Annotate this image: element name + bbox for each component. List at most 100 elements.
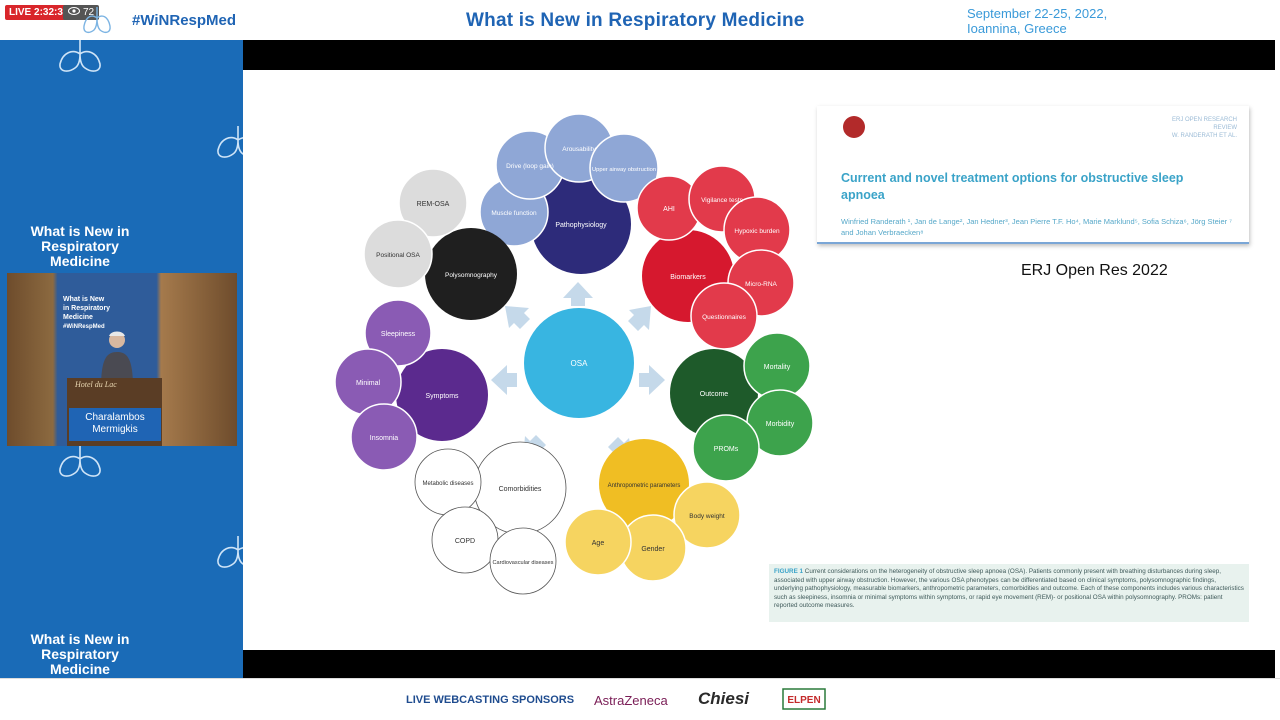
figure-label: FIGURE 1 <box>774 568 804 575</box>
sidebar-title-line: Respiratory <box>41 238 119 254</box>
osa-center-bubble <box>524 308 634 418</box>
sleepiness-bubble <box>364 299 432 367</box>
paper-header-card: ERJ OPEN RESEARCH REVIEW W. RANDERATH ET… <box>817 106 1249 244</box>
label-gender: Gender <box>641 546 665 553</box>
event-date: September 22-25, 2022, <box>967 6 1108 21</box>
video-banner-line: Medicine <box>63 314 93 321</box>
cardiovascular-bubble <box>489 527 557 595</box>
paper-authors: Winfried Randerath ¹, Jan de Lange², Jan… <box>841 217 1232 237</box>
journal-info: ERJ OPEN RESEARCH REVIEW W. RANDERATH ET… <box>1172 116 1237 140</box>
label-symptoms: Symptoms <box>425 393 459 400</box>
lung-logo-icon <box>83 7 111 34</box>
sponsor-chiesi-logo: Chiesi <box>698 689 750 708</box>
label-morbidity: Morbidity <box>766 421 795 428</box>
label-copd: COPD <box>455 538 475 545</box>
body-weight-bubble <box>673 481 741 549</box>
presentation-area: OSA Pathophysiology Muscle function Driv… <box>243 40 1275 678</box>
label-hypoxic: Hypoxic burden <box>734 228 780 235</box>
label-cardiovascular: Cardiovascular diseases <box>493 560 554 566</box>
figure-caption-text: Current considerations on the heterogene… <box>774 568 1244 610</box>
speaker-video[interactable]: What is New in Respiratory Medicine #WiN… <box>7 273 237 446</box>
polysomnography-bubble <box>425 228 517 320</box>
insomnia-bubble <box>350 403 418 471</box>
age-bubble <box>564 508 632 576</box>
diagram-labels: OSA Pathophysiology Muscle function Driv… <box>356 146 795 566</box>
paper-reference: ERJ Open Res 2022 <box>1021 262 1168 279</box>
label-vigilance: Vigilance tests <box>701 197 744 204</box>
speaker-last-name: Mermigkis <box>92 424 138 435</box>
label-anthropometric: Anthropometric parameters <box>608 483 681 489</box>
arrow-upleft <box>505 306 530 329</box>
arrow-up <box>563 282 593 306</box>
label-arousability: Arousability <box>562 146 596 153</box>
label-body-weight: Body weight <box>689 513 725 520</box>
lung-logo-icon <box>217 536 243 568</box>
lung-logo-icon <box>59 40 101 72</box>
viewer-count: 72 <box>83 7 95 18</box>
journal-line: W. RANDERATH ET AL. <box>1171 133 1237 139</box>
positional-bubble <box>363 219 433 289</box>
label-comorbidities: Comorbidities <box>499 486 542 493</box>
video-banner-line: in Respiratory <box>63 305 111 312</box>
label-microrna: Micro-RNA <box>745 281 777 288</box>
label-positional: Positional OSA <box>376 252 420 259</box>
sidebar-title-top: What is New in Respiratory Medicine <box>0 224 160 269</box>
label-rem-osa: REM-OSA <box>417 201 450 208</box>
sidebar-branding: What is New in Respiratory Medicine What… <box>0 40 243 678</box>
upper-airway-bubble <box>589 133 659 203</box>
questionnaires-bubble <box>690 282 758 350</box>
symptoms-bubble <box>396 349 488 441</box>
sidebar-title-line: Respiratory <box>41 646 119 662</box>
paper-title: Current and novel treatment options for … <box>841 171 1184 202</box>
speaker-name-tag: Charalambos Mermigkis <box>69 408 161 441</box>
label-muscle: Muscle function <box>491 210 537 217</box>
label-pathophysiology: Pathophysiology <box>555 222 607 229</box>
video-banner-line: What is New <box>63 296 105 303</box>
journal-line: REVIEW <box>1213 125 1237 131</box>
arrow-left <box>491 365 517 395</box>
slide: OSA Pathophysiology Muscle function Driv… <box>243 70 1275 650</box>
event-location: Ioannina, Greece <box>967 21 1067 36</box>
anthropometric-bubble <box>599 439 689 529</box>
video-banner-text: What is New in Respiratory Medicine #WiN… <box>63 295 110 332</box>
podium-label: Hotel du Lac <box>75 380 117 389</box>
live-badge: LIVE 2:32:32 <box>5 5 73 20</box>
proms-bubble <box>692 414 760 482</box>
sponsor-astrazeneca-logo: AstraZeneca <box>594 693 668 708</box>
sidebar-title-line: Medicine <box>50 253 110 269</box>
speaker-first-name: Charalambos <box>85 412 145 423</box>
label-biomarkers: Biomarkers <box>670 274 706 281</box>
event-date-location: September 22-25, 2022, Ioannina, Greece <box>967 6 1107 36</box>
eye-icon <box>68 7 80 18</box>
label-polysomnography: Polysomnography <box>445 272 498 279</box>
label-minimal: Minimal <box>356 380 381 387</box>
arrow-right <box>639 365 665 395</box>
label-insomnia: Insomnia <box>370 435 399 442</box>
lung-logo-icon <box>59 445 101 477</box>
label-proms: PROMs <box>714 446 739 453</box>
label-metabolic: Metabolic diseases <box>422 481 473 487</box>
event-title: What is New in Respiratory Medicine <box>466 10 805 31</box>
outcome-bubble <box>670 349 758 437</box>
journal-logo-icon <box>843 116 865 138</box>
label-upper-airway: Upper airway obstruction <box>592 167 656 173</box>
rem-osa-bubble <box>398 168 468 238</box>
sidebar-title-line: What is New in <box>30 631 130 647</box>
label-questionnaires: Questionnaires <box>702 314 746 321</box>
figure-caption: FIGURE 1 Current considerations on the h… <box>769 564 1249 622</box>
sidebar-title-bottom: What is New in Respiratory Medicine <box>0 632 160 677</box>
journal-line: ERJ OPEN RESEARCH <box>1171 117 1237 123</box>
event-hashtag: #WiNRespMed <box>132 12 237 29</box>
label-drive: Drive (loop gain) <box>506 163 554 170</box>
lung-logo-icon <box>217 126 243 158</box>
pathophysiology-bubble <box>531 174 631 274</box>
label-outcome: Outcome <box>700 391 729 398</box>
label-mortality: Mortality <box>764 364 791 371</box>
sidebar-title-line: What is New in <box>30 223 130 239</box>
label-age: Age <box>592 540 605 547</box>
osa-heterogeneity-diagram: OSA Pathophysiology Muscle function Driv… <box>334 113 814 595</box>
label-sleepiness: Sleepiness <box>381 331 416 338</box>
label-ahi: AHI <box>663 206 675 213</box>
sponsor-elpen-text: ELPEN <box>787 695 820 706</box>
